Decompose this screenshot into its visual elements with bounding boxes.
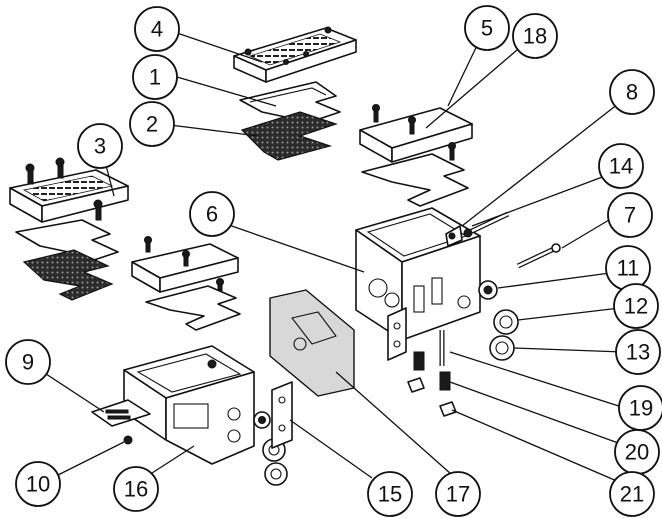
- callout-3: 3: [77, 123, 123, 169]
- clip-8: [445, 225, 463, 247]
- callout-20: 20: [614, 429, 660, 475]
- callout-8: 8: [609, 69, 655, 115]
- cover-plate-4: [233, 26, 357, 83]
- callout-3-label: 3: [94, 134, 106, 159]
- screw-14: [463, 211, 510, 238]
- callout-13-label: 13: [626, 340, 650, 365]
- fitting-lower-a: [253, 411, 271, 429]
- callout-10-label: 10: [26, 472, 50, 497]
- screw-10: [123, 435, 133, 445]
- silencer-13: [489, 335, 515, 361]
- bracket-15: [271, 381, 293, 449]
- callout-8-label: 8: [626, 80, 638, 105]
- fitting-lower-c: [264, 462, 288, 486]
- nut-21: [407, 377, 457, 417]
- plate-9: [91, 399, 151, 427]
- bracket-right: [387, 307, 407, 361]
- cover-plate-3: [9, 157, 129, 223]
- plate-17: [269, 289, 355, 397]
- gasket-right: [361, 153, 469, 207]
- valve-body-6: [355, 207, 481, 341]
- callout-14-label: 14: [609, 154, 633, 179]
- callout-11: 11: [605, 245, 651, 291]
- callout-16: 16: [113, 466, 159, 512]
- callout-17-label: 17: [446, 482, 470, 507]
- callout-2-label: 2: [146, 112, 158, 137]
- callout-4: 4: [134, 6, 180, 52]
- callout-6-label: 6: [206, 202, 218, 227]
- callout-15: 15: [367, 471, 413, 517]
- callout-7: 7: [607, 192, 653, 238]
- callout-10: 10: [15, 461, 61, 507]
- callout-2: 2: [129, 101, 175, 147]
- callout-9: 9: [5, 339, 51, 385]
- callout-19: 19: [618, 385, 662, 431]
- spring-20: [413, 351, 451, 391]
- callout-7-label: 7: [624, 203, 636, 228]
- callout-18: 18: [512, 13, 558, 59]
- filter-mesh-2: [240, 111, 338, 161]
- callout-12: 12: [613, 283, 659, 329]
- silencer-12: [493, 309, 519, 335]
- callout-6: 6: [189, 191, 235, 237]
- callout-16-label: 16: [124, 477, 148, 502]
- callout-5-label: 5: [481, 16, 493, 41]
- callout-20-label: 20: [625, 440, 649, 465]
- callout-18-label: 18: [523, 24, 547, 49]
- callout-21: 21: [609, 471, 655, 517]
- callout-17: 17: [435, 471, 481, 517]
- callout-13: 13: [615, 329, 661, 375]
- callout-4-label: 4: [151, 17, 163, 42]
- callout-12-label: 12: [624, 294, 648, 319]
- callout-14: 14: [598, 143, 644, 189]
- cover-plate-18: [359, 104, 473, 163]
- fitting-11: [478, 280, 498, 300]
- callout-19-label: 19: [629, 396, 653, 421]
- screw-7: [516, 243, 561, 269]
- cover-plate-middle: [131, 236, 239, 295]
- callout-5: 5: [464, 5, 510, 51]
- callout-15-label: 15: [378, 482, 402, 507]
- callout-1-label: 1: [149, 65, 161, 90]
- callout-9-label: 9: [22, 350, 34, 375]
- filter-mesh-left: [22, 249, 114, 301]
- callout-1: 1: [132, 54, 178, 100]
- callout-21-label: 21: [620, 482, 644, 507]
- callout-11-label: 11: [617, 256, 640, 281]
- gasket-middle: [145, 285, 241, 331]
- valve-body-16: [123, 345, 255, 465]
